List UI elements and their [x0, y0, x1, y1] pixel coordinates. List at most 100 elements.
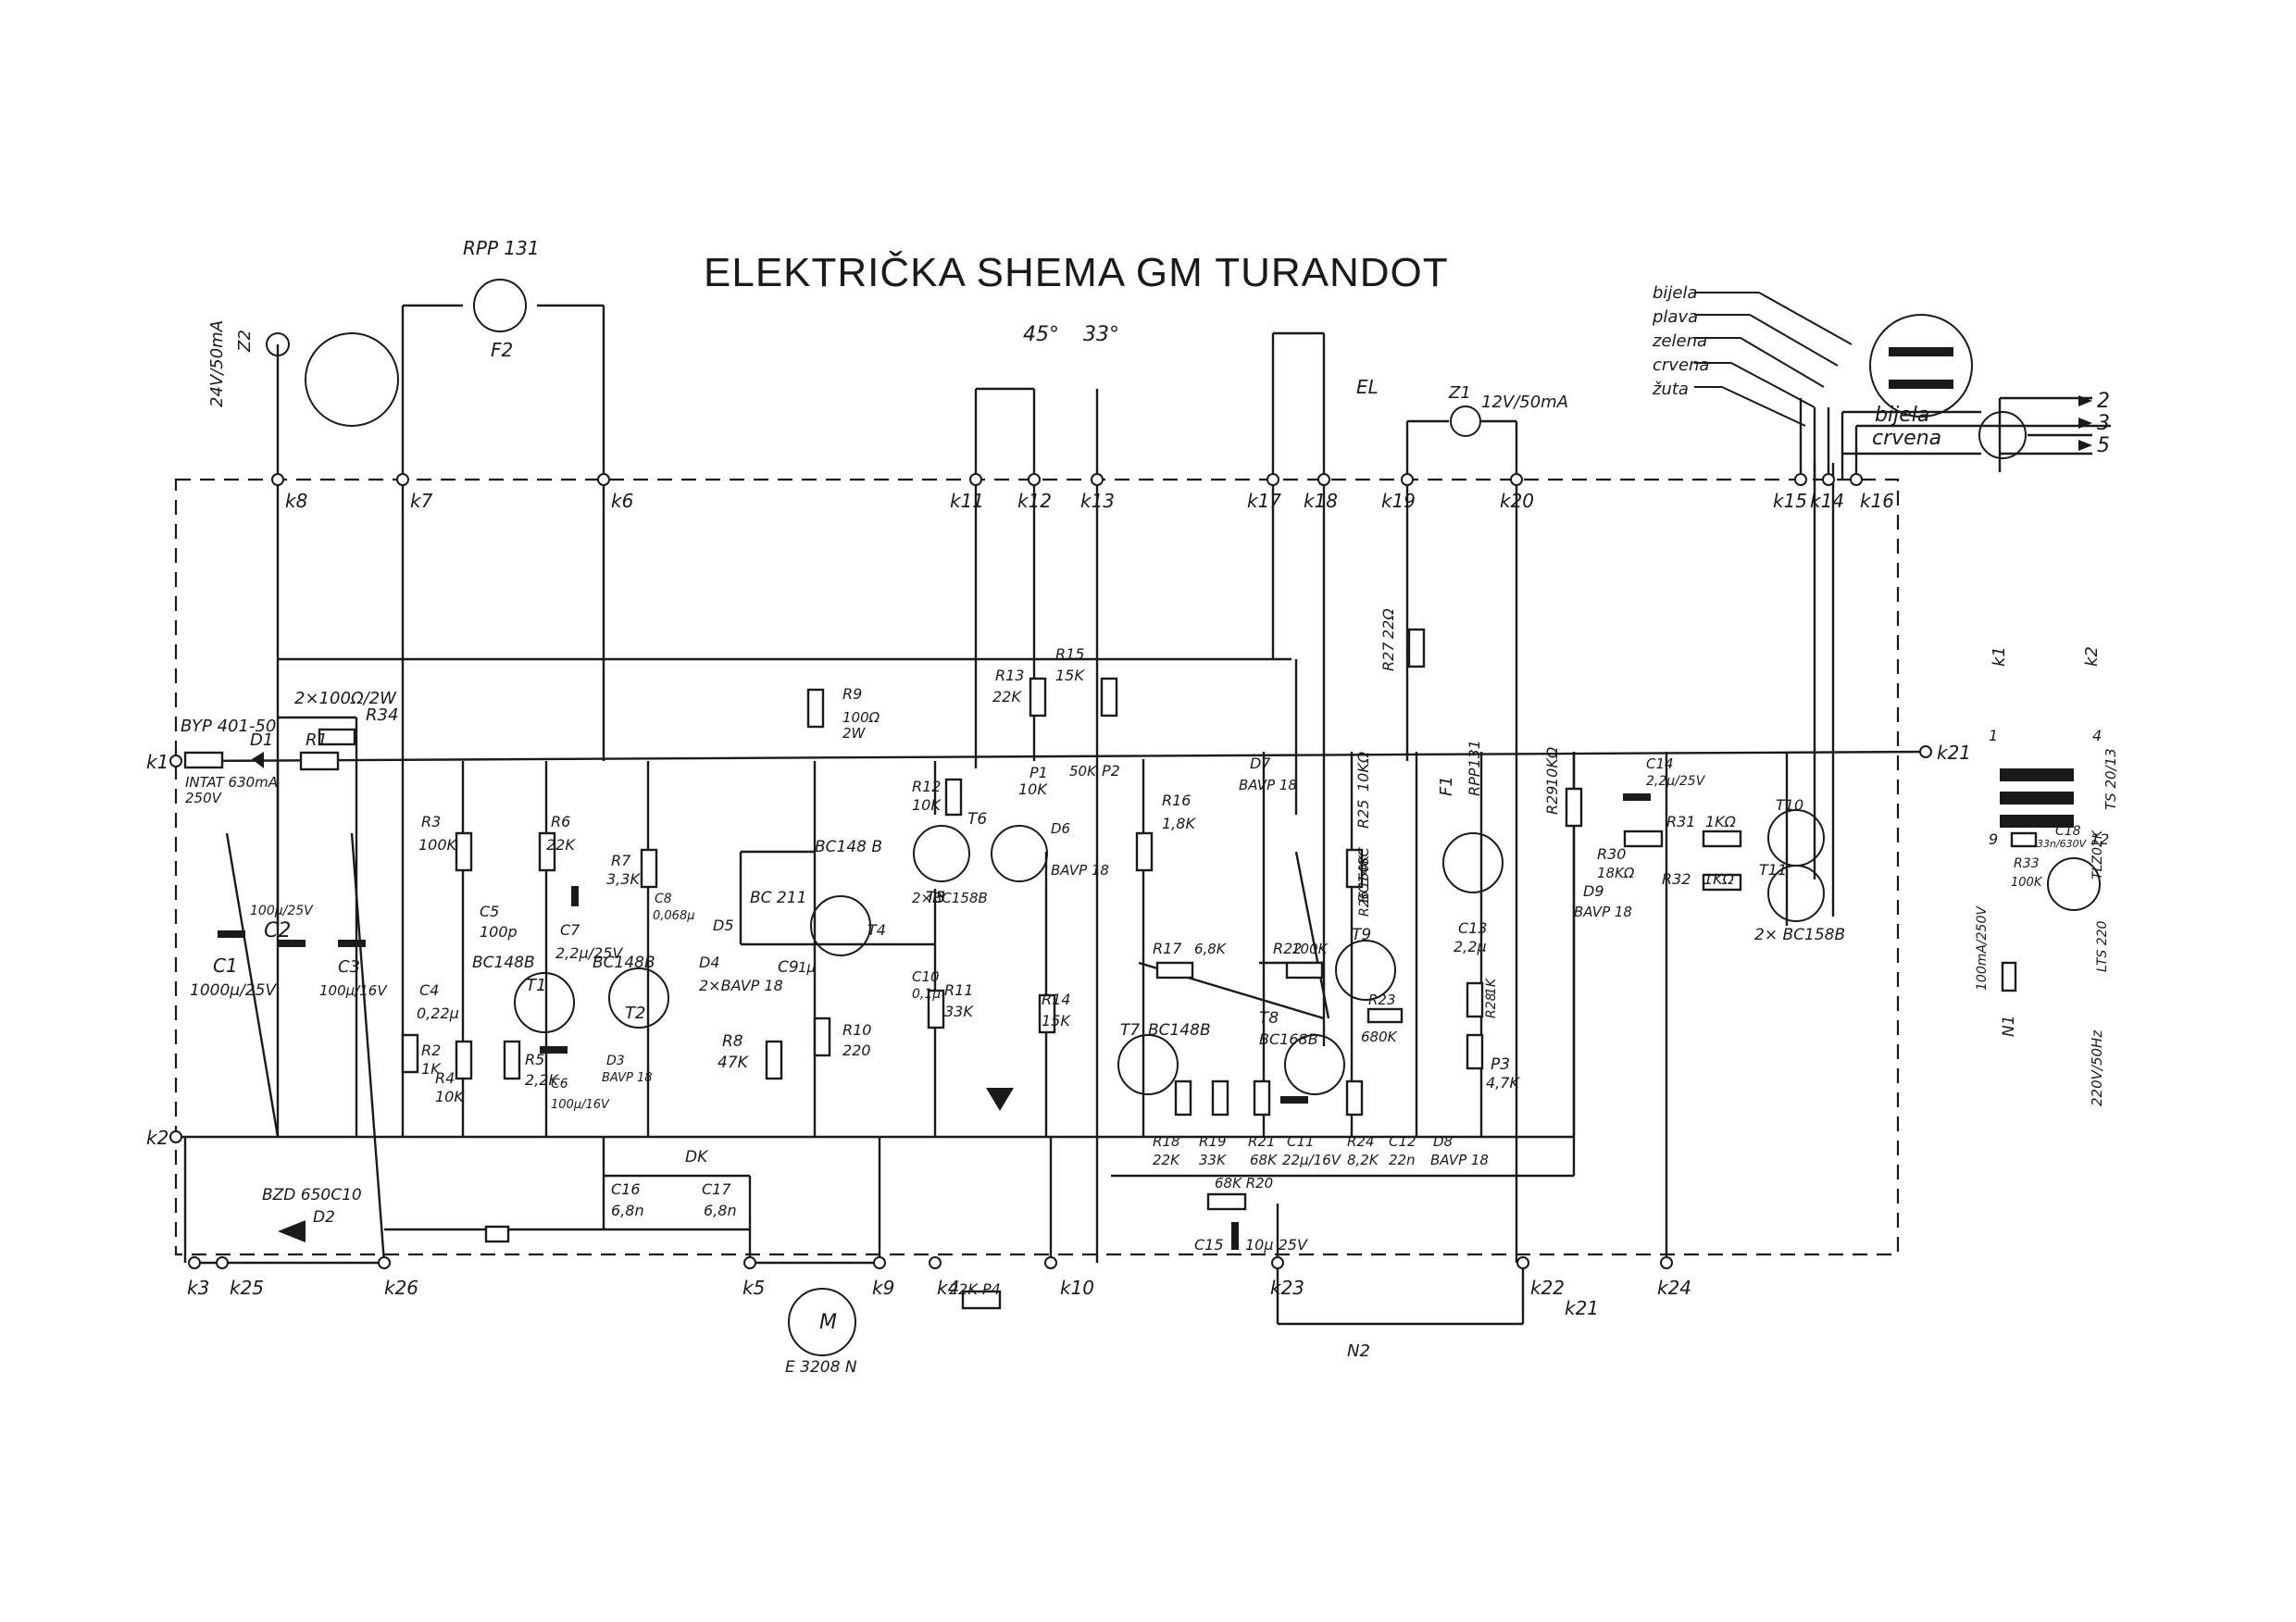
label-r2-value: 1K — [421, 1060, 442, 1078]
wire-color-2: zelena — [1652, 331, 1707, 351]
terminal-label-k1: k1 — [146, 751, 168, 773]
label-d7: D7 — [1250, 755, 1271, 772]
label-r6-value: 22K — [546, 836, 576, 854]
label-c17: C17 — [702, 1180, 731, 1198]
label-d5: D5 — [713, 917, 734, 934]
terminal-label-k12: k12 — [1017, 490, 1052, 512]
label-d3-type: BAVP 18 — [602, 1071, 653, 1085]
label-c7-value: 2,2µ/25V — [555, 944, 623, 962]
label-r26: R26 — [1357, 891, 1372, 917]
label-t3: T3 — [926, 889, 945, 907]
label-c4-value: 0,22µ — [417, 1004, 459, 1022]
label-c1-value: 1000µ/25V — [190, 981, 277, 1000]
label-c16: C16 — [611, 1180, 641, 1198]
label-t5: T5 — [926, 889, 945, 907]
terminal-k12 — [1028, 473, 1041, 486]
label-r13: R13 — [995, 667, 1024, 684]
label-t10t11-type: 2× BC158B — [1754, 926, 1845, 944]
label-c3: C3 — [338, 957, 360, 977]
label-coil-el: EL — [1356, 376, 1379, 398]
label-d6: D6 — [1051, 820, 1070, 837]
terminal-label-k7: k7 — [410, 490, 433, 512]
connector-arrow-2 — [2078, 395, 2092, 406]
label-c6: C6 — [551, 1077, 568, 1092]
label-c18-value: 33n/630V — [2037, 838, 2088, 850]
label-r31-value: 1KΩ — [1705, 813, 1737, 830]
terminal-label-k5: k5 — [742, 1277, 765, 1299]
terminal-label-k3: k3 — [187, 1277, 209, 1299]
label-r11: R11 — [944, 981, 973, 999]
top-wiring — [276, 304, 1518, 1263]
terminal-k16 — [1850, 473, 1863, 486]
label-r33-value: 100K — [2011, 876, 2043, 890]
speed-label-33: 33° — [1083, 323, 1119, 346]
label-motor-type: E 3208 N — [785, 1358, 857, 1377]
label-r14: R14 — [1042, 991, 1070, 1008]
label-r3-value: 100K — [418, 836, 458, 854]
rails — [181, 657, 1927, 1263]
label-c5: C5 — [480, 903, 499, 920]
label-r12: R12 — [912, 778, 941, 795]
connector-number-3: 3 — [2097, 412, 2110, 435]
label-p2: P2 — [1102, 762, 1120, 780]
wire-color-0: bijela — [1653, 283, 1698, 303]
label-r30: R30 — [1597, 845, 1626, 863]
terminal-label-k22: k22 — [1530, 1277, 1565, 1299]
cable-label-crvena: crvena — [1872, 427, 1941, 450]
label-r10: R10 — [842, 1021, 871, 1039]
label-c10: C10 — [912, 968, 940, 985]
label-r1: R1 — [306, 730, 328, 750]
terminal-label-k13: k13 — [1080, 490, 1115, 512]
label-r23: R23 — [1368, 992, 1396, 1008]
label-r17-value: 6,8K — [1194, 941, 1227, 957]
label-d9: D9 — [1583, 882, 1604, 900]
label-transformer-k1: k1 — [1990, 646, 2009, 667]
label-d2: D2 — [313, 1208, 335, 1227]
terminal-k11 — [969, 473, 982, 486]
label-r23-value: 680K — [1361, 1029, 1398, 1045]
label-transformer-mid-r: 12 — [2090, 830, 2109, 848]
connector-arrow-5 — [2078, 440, 2092, 451]
label-r10-value: 220 — [842, 1042, 871, 1059]
page-title: ELEKTRIČKA SHEMA GM TURANDOT — [704, 250, 1449, 295]
terminal-k7 — [396, 473, 409, 486]
label-motor: M — [819, 1311, 837, 1334]
label-t8-type: BC168B — [1259, 1030, 1318, 1048]
left-wiring — [194, 716, 1053, 1265]
terminal-k8 — [271, 473, 284, 486]
terminal-label-k21-switch: k21 — [1565, 1297, 1599, 1319]
label-t2: T2 — [625, 1004, 645, 1023]
connector-number-5: 5 — [2097, 434, 2110, 457]
label-r27: R27 — [1379, 642, 1397, 671]
terminal-k13 — [1091, 473, 1104, 486]
connector-number-2: 2 — [2097, 390, 2110, 413]
label-r2: R2 — [421, 1042, 441, 1059]
label-c13: C13 — [1458, 919, 1488, 937]
label-c8-value: 0,068µ — [653, 909, 695, 923]
label-t5t6-type: BC148 B — [815, 838, 882, 856]
label-d4: D4 — [699, 954, 720, 971]
label-d3: D3 — [606, 1054, 625, 1068]
terminal-k3 — [188, 1256, 201, 1269]
label-d8-type: BAVP 18 — [1430, 1152, 1489, 1168]
label-c14: C14 — [1646, 755, 1674, 772]
label-c18: C18 — [2055, 824, 2081, 839]
label-p3-value: 4,7K — [1486, 1074, 1520, 1092]
label-n2: N2 — [1347, 1341, 1370, 1361]
label-r30-value: 18KΩ — [1597, 865, 1635, 881]
label-r5-value: 2,2K — [525, 1071, 559, 1089]
label-t7: T7 — [1120, 1021, 1140, 1040]
terminal-k4 — [929, 1256, 942, 1269]
label-transformer: TS 20/13 — [2103, 748, 2119, 810]
label-t7-type: BC148B — [1148, 1021, 1211, 1040]
label-r11-value: 33K — [944, 1003, 974, 1020]
label-r18: R18 — [1153, 1133, 1180, 1150]
label-transformer-mid-l: 9 — [1989, 830, 1998, 848]
label-r19-value: 33K — [1199, 1152, 1227, 1168]
label-r9: R9 — [842, 685, 862, 703]
label-r28-value: 1K — [1484, 977, 1499, 995]
label-t6: T6 — [967, 810, 987, 829]
